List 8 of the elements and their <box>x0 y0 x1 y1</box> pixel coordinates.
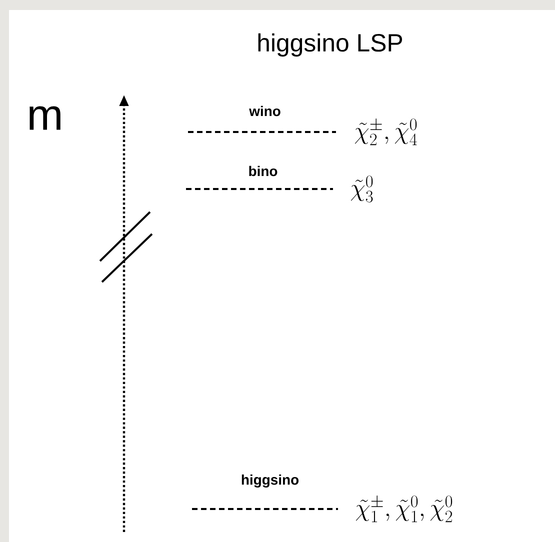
particle-formula: $\tilde{\chi}_3^0$ <box>350 176 373 202</box>
particle-formula: $\tilde{\chi}_1^{\pm}, \tilde{\chi}_1^0, \tilde{\chi}_2^0$ <box>356 496 452 522</box>
axis-label: m <box>30 106 60 130</box>
title: higgsino LSP <box>258 33 402 57</box>
level-label: higgsino <box>242 474 299 488</box>
level-label: bino <box>249 166 278 176</box>
particle-formula: $\tilde{\chi}_2^{\pm}, \tilde{\chi}_4^0$ <box>354 118 417 146</box>
level-label: wino <box>249 106 280 116</box>
